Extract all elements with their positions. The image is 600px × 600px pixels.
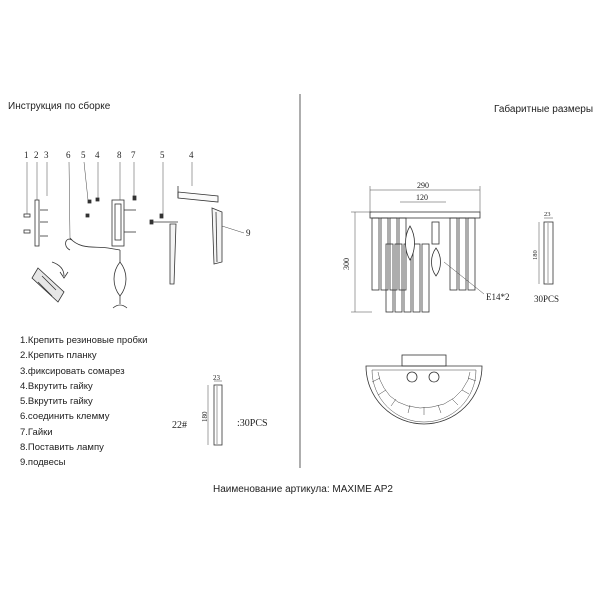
part-number: 5 xyxy=(160,150,165,160)
width-dim: 290 xyxy=(417,181,429,190)
cable xyxy=(69,237,121,251)
fixture-top-view xyxy=(365,354,483,425)
crystal-width-dim: 23 xyxy=(213,374,221,382)
inner-width-dim: 120 xyxy=(416,193,428,202)
part-number: 4 xyxy=(95,150,100,160)
crystal-pendant xyxy=(211,207,223,265)
mounting-plate xyxy=(34,199,40,247)
part-number: 8 xyxy=(117,150,122,160)
height-dim: 300 xyxy=(342,258,351,270)
part-number: 6 xyxy=(66,150,71,160)
assembly-title: Инструкция по сборке xyxy=(8,101,111,112)
lamp-bulb xyxy=(112,250,128,309)
assembly-step: 9.подвесы xyxy=(20,457,66,469)
assembly-step: 5.Вкрутить гайку xyxy=(20,396,93,408)
crystal-bar xyxy=(213,384,223,446)
assembly-step: 1.Крепить резиновые пробки xyxy=(20,335,148,346)
assembly-step: 8.Поставить лампу xyxy=(20,442,104,454)
crystal-count-label: 22# xyxy=(172,420,187,431)
part-number: 1 xyxy=(24,150,29,160)
assembly-step: 2.Крепить планку xyxy=(20,350,97,362)
dimensions-title: Габаритные размеры xyxy=(494,104,594,115)
part-number: 2 xyxy=(34,150,39,160)
part-number: 3 xyxy=(44,150,49,160)
wall-backplate xyxy=(111,199,136,247)
crystal-row-upper xyxy=(371,217,476,291)
wall-mount-plate xyxy=(401,354,447,367)
assembly-step: 7.Гайки xyxy=(20,426,53,438)
crystal-qty-right: 30PCS xyxy=(534,294,559,304)
fixture-front-view: 290 120 300 xyxy=(342,181,510,313)
part-number: 5 xyxy=(81,150,86,160)
rubber-plug xyxy=(23,229,31,234)
crystal-width-right: 23 xyxy=(544,211,551,218)
article-name: Наименование артикула: MAXIME AP2 xyxy=(213,484,393,495)
socket xyxy=(428,371,440,383)
assembly-step: 3.фиксировать сомарез xyxy=(20,365,125,377)
top-arm xyxy=(177,186,219,203)
rubber-plug xyxy=(23,213,31,218)
crystal-bar-right xyxy=(543,221,554,285)
lamp-type-label: E14*2 xyxy=(486,292,510,302)
part-number: 4 xyxy=(189,150,194,160)
detail-zoom xyxy=(31,261,69,303)
assembly-steps-list: 1.Крепить резиновые пробки 2.Крепить пла… xyxy=(20,333,147,471)
part-number: 9 xyxy=(246,228,251,238)
crystal-length-right: 180 xyxy=(532,250,539,260)
crystal-row-lower xyxy=(385,243,430,313)
crystal-detail-right: 23 180 30PCS xyxy=(532,211,559,304)
bracket-with-crystal xyxy=(149,219,178,285)
lamp-sockets xyxy=(405,221,441,277)
assembly-step: 4.Вкрутить гайку xyxy=(20,380,93,392)
assembly-step: 6.соединить клемму xyxy=(20,411,110,423)
part-number: 7 xyxy=(131,150,136,160)
socket xyxy=(406,371,418,383)
crystal-qty: :30PCS xyxy=(237,418,268,429)
top-plate xyxy=(369,211,481,219)
crystal-length-dim: 180 xyxy=(201,411,209,422)
assembly-exploded-view: 1 2 3 6 5 4 8 7 5 4 9 xyxy=(23,150,251,309)
crystal-detail-left: 22# :30PCS 23 180 xyxy=(172,374,268,446)
